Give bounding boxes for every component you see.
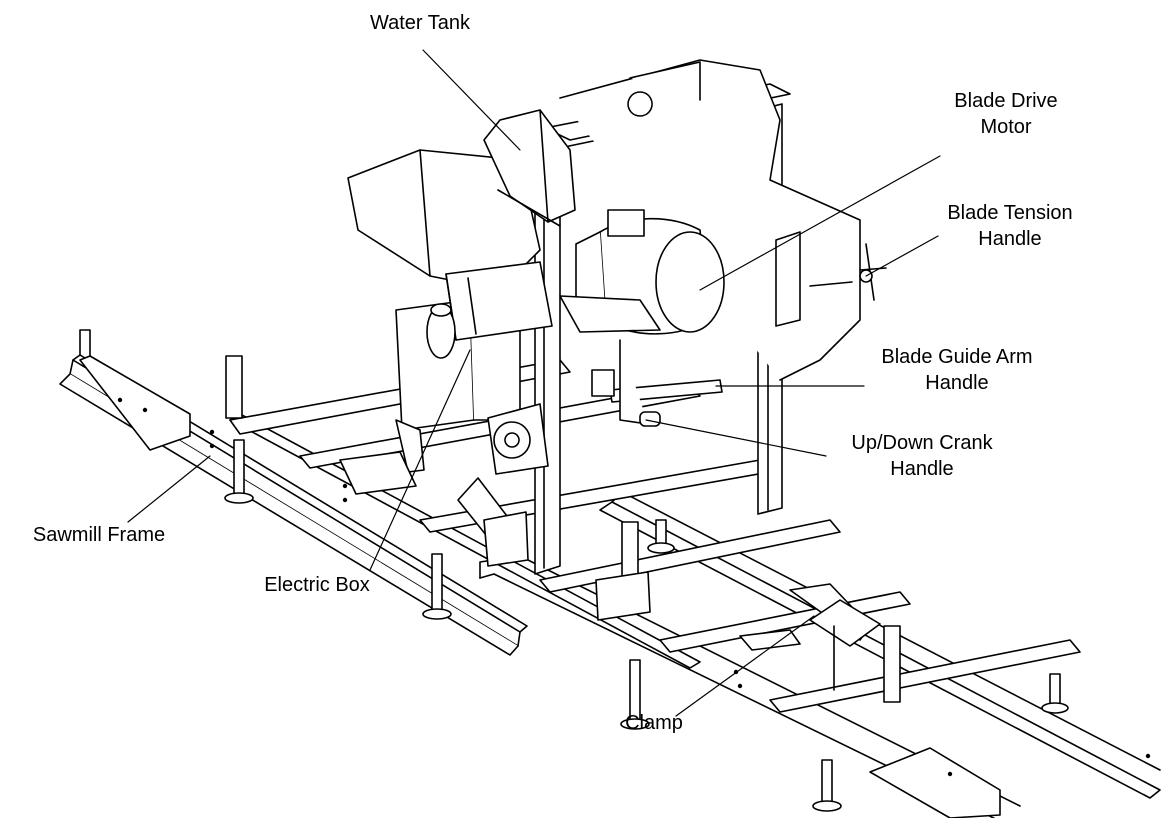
callout-up-down-crank-handle: Up/Down Crank Handle (851, 432, 993, 480)
sawmill-frame-drawing (59, 329, 1161, 818)
callout-water-tank: Water Tank (369, 12, 471, 34)
leader-up-down-crank-handle (645, 419, 827, 457)
callout-blade-guide-arm-handle: Blade Guide Arm Handle (881, 346, 1033, 394)
leader-sawmill-frame (127, 455, 211, 523)
leader-blade-tension-handle (865, 235, 939, 277)
leader-blade-drive-motor (699, 155, 941, 291)
leader-electric-box (369, 349, 471, 571)
callout-sawmill-frame: Sawmill Frame (32, 524, 166, 546)
callout-blade-drive-motor: Blade Drive Motor (954, 90, 1058, 138)
callout-electric-box: Electric Box (264, 574, 370, 596)
callout-clamp: Clamp (625, 712, 683, 734)
carriage-drawing (339, 59, 887, 691)
leader-lines (127, 49, 941, 717)
callout-blade-tension-handle: Blade Tension Handle (947, 202, 1073, 250)
leader-water-tank (422, 49, 521, 151)
leader-clamp (675, 615, 815, 717)
